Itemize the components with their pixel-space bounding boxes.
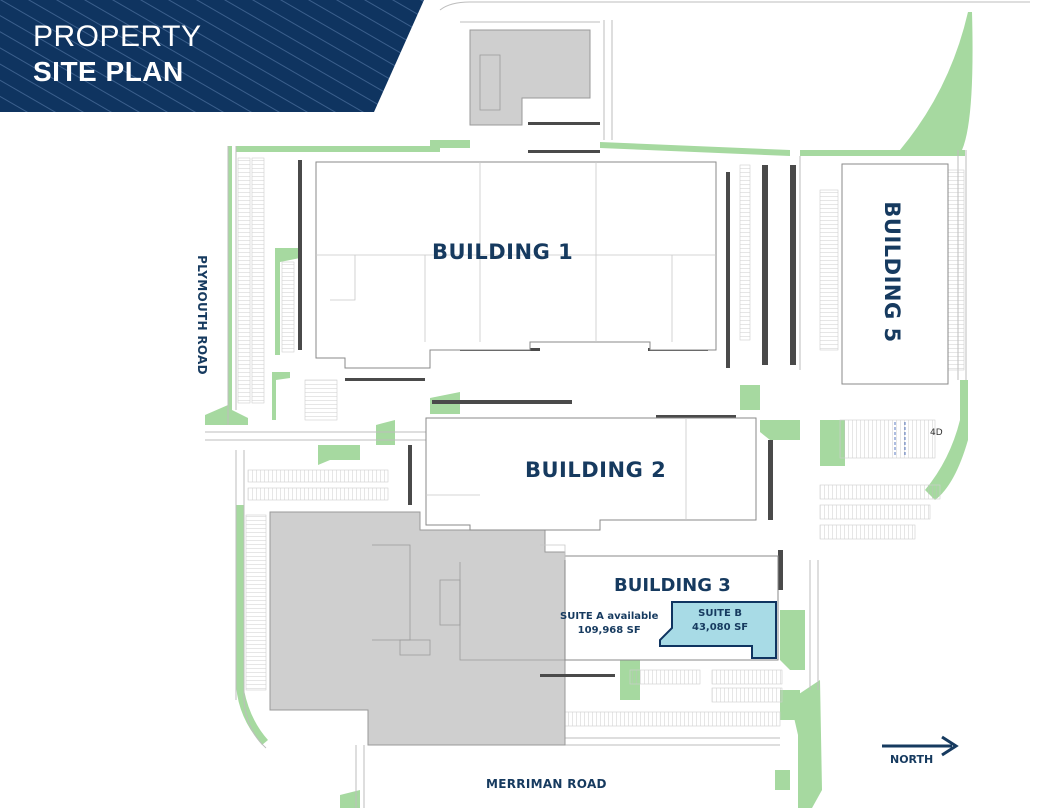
suite-b-area: 43,080 SF [692,622,749,633]
merriman-road-label: MERRIMAN ROAD [486,777,607,791]
dock-label: 4D [930,428,943,438]
building-1-lines [316,162,716,342]
plymouth-road-label: PLYMOUTH ROAD [195,255,209,375]
suite-a-name: SUITE A available [560,611,659,622]
site-outlines [205,1,1030,808]
north-label: NORTH [890,753,934,766]
adjacent-buildings [269,29,591,746]
building-5-label: BUILDING 5 [880,201,904,343]
suite-b-name: SUITE B [698,608,742,619]
building-3-dock [540,544,566,560]
dock-bays [894,422,906,456]
building-5-shape [841,163,949,385]
suite-b-label: SUITE B 43,080 SF [692,607,748,635]
suite-a-area: 109,968 SF [577,625,641,636]
building-1-label: BUILDING 1 [432,240,574,264]
north-arrow-icon [882,735,959,757]
parking-areas [237,157,965,727]
building-1-shape [315,161,717,369]
building-3-label: BUILDING 3 [614,575,731,596]
adjacent-building-details [372,54,565,661]
building-2-lines [426,418,687,520]
building-2-shape [425,417,757,531]
suite-b-area [659,601,777,659]
header-banner [0,0,424,112]
building-2-label: BUILDING 2 [525,458,667,482]
suite-a-label: SUITE A available 109,968 SF [560,610,658,638]
